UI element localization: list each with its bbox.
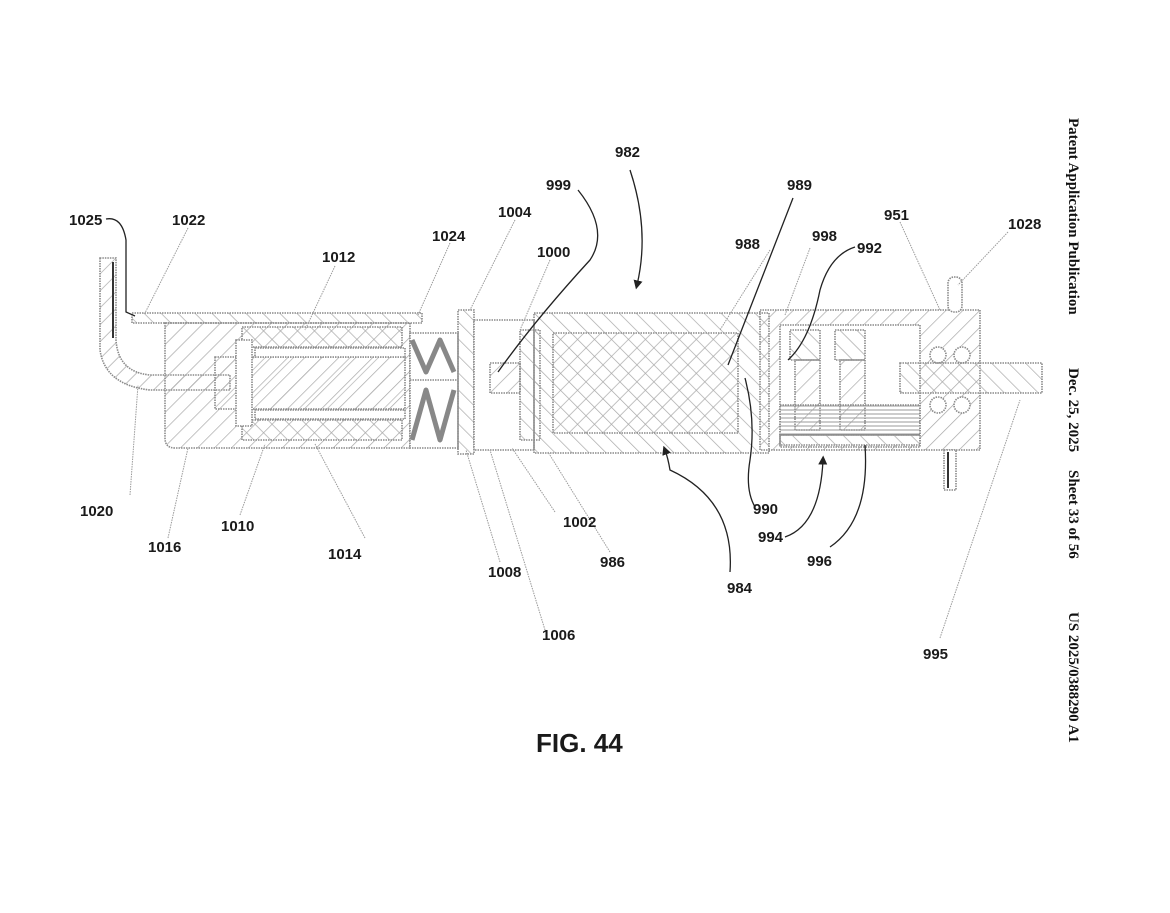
label-998: 998 xyxy=(812,228,837,245)
left-motor-assembly xyxy=(99,257,423,449)
label-984: 984 xyxy=(727,580,753,597)
label-1010: 1010 xyxy=(221,518,254,535)
coupling-plate xyxy=(457,309,475,455)
inner-core xyxy=(552,332,739,434)
spring xyxy=(409,332,459,449)
label-1012: 1012 xyxy=(322,249,355,266)
label-1020: 1020 xyxy=(80,503,113,520)
header-number: US 2025/0388290 A1 xyxy=(1065,612,1081,743)
header-publication: Patent Application Publication xyxy=(1065,118,1081,315)
label-1006: 1006 xyxy=(542,627,575,644)
lower-stator xyxy=(241,419,403,441)
label-1000: 1000 xyxy=(537,244,570,261)
label-990: 990 xyxy=(753,501,778,518)
label-996: 996 xyxy=(807,553,832,570)
label-989: 989 xyxy=(787,177,812,194)
label-982: 982 xyxy=(615,144,640,161)
label-995: 995 xyxy=(923,646,948,663)
reference-labels: 982 999 989 1025 1022 1004 951 1028 1024… xyxy=(69,144,1041,663)
center-body xyxy=(533,312,770,454)
label-1004: 1004 xyxy=(498,204,532,221)
figure-title: FIG. 44 xyxy=(536,728,623,758)
gear-assembly xyxy=(759,276,1043,491)
leader-lines xyxy=(105,169,1021,639)
label-994: 994 xyxy=(758,529,784,546)
label-1028: 1028 xyxy=(1008,216,1041,233)
cover-plate xyxy=(131,312,423,324)
label-992: 992 xyxy=(857,240,882,257)
label-988: 988 xyxy=(735,236,760,253)
label-1016: 1016 xyxy=(148,539,181,556)
output-shaft xyxy=(899,362,1043,394)
label-1002: 1002 xyxy=(563,514,596,531)
label-999: 999 xyxy=(546,177,571,194)
pin xyxy=(947,276,963,313)
header-sheet: Sheet 33 of 56 xyxy=(1065,469,1081,559)
coupling-pin xyxy=(489,362,521,394)
label-1024: 1024 xyxy=(432,228,466,245)
header-date: Dec. 25, 2025 xyxy=(1065,368,1081,453)
label-1008: 1008 xyxy=(488,564,521,581)
label-1022: 1022 xyxy=(172,212,205,229)
label-986: 986 xyxy=(600,554,625,571)
patent-header: Patent Application Publication Dec. 25, … xyxy=(1064,118,1081,743)
label-1014: 1014 xyxy=(328,546,362,563)
label-951: 951 xyxy=(884,207,909,224)
upper-stator xyxy=(241,326,403,348)
label-1025: 1025 xyxy=(69,212,102,229)
